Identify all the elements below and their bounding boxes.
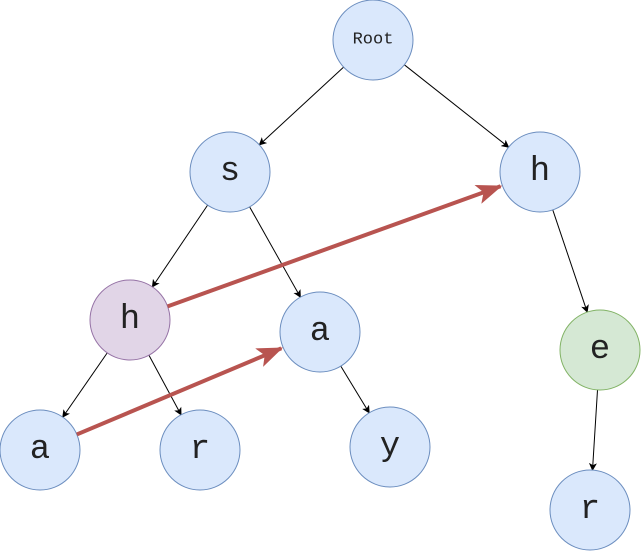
node-label: a	[310, 313, 330, 351]
edge-a1-y	[340, 365, 370, 414]
node-circle	[559, 309, 641, 391]
node-circle	[349, 406, 431, 488]
edge-h2-a2	[62, 352, 108, 418]
node-root[interactable]: Root	[332, 0, 414, 81]
node-label: h	[530, 153, 550, 191]
node-circle	[499, 131, 581, 213]
node-circle	[279, 291, 361, 373]
suffix-link-a2-a1	[76, 346, 284, 437]
node-circle	[0, 409, 81, 491]
node-circle	[159, 409, 241, 491]
node-label: y	[380, 428, 400, 466]
node-label: r	[580, 491, 600, 529]
edge-e-r2	[588, 389, 599, 472]
node-e[interactable]: e	[559, 309, 641, 391]
edge-root-s	[258, 66, 344, 146]
node-a1[interactable]: a	[279, 291, 361, 373]
node-h1[interactable]: h	[499, 131, 581, 213]
node-label: a	[30, 431, 50, 469]
node-circle	[189, 131, 271, 213]
node-h2[interactable]: h	[89, 279, 171, 361]
node-circle	[549, 469, 631, 551]
node-r1[interactable]: r	[159, 409, 241, 491]
node-label: Root	[353, 31, 394, 50]
node-s[interactable]: s	[189, 131, 271, 213]
edge-h1-e	[552, 209, 589, 314]
edge-h2-r1	[148, 354, 182, 416]
node-circle	[332, 0, 414, 81]
edge-root-h1	[404, 64, 510, 148]
edge-s-h2	[151, 204, 209, 288]
node-label: s	[220, 153, 240, 191]
node-y[interactable]: y	[349, 406, 431, 488]
node-a2[interactable]: a	[0, 409, 81, 491]
suffix-link-h2-h1	[166, 184, 503, 309]
node-label: r	[190, 431, 210, 469]
node-circle	[89, 279, 171, 361]
node-label: h	[120, 301, 140, 339]
node-label: e	[590, 331, 610, 369]
node-r2[interactable]: r	[549, 469, 631, 551]
edge-s-a1	[249, 206, 301, 299]
